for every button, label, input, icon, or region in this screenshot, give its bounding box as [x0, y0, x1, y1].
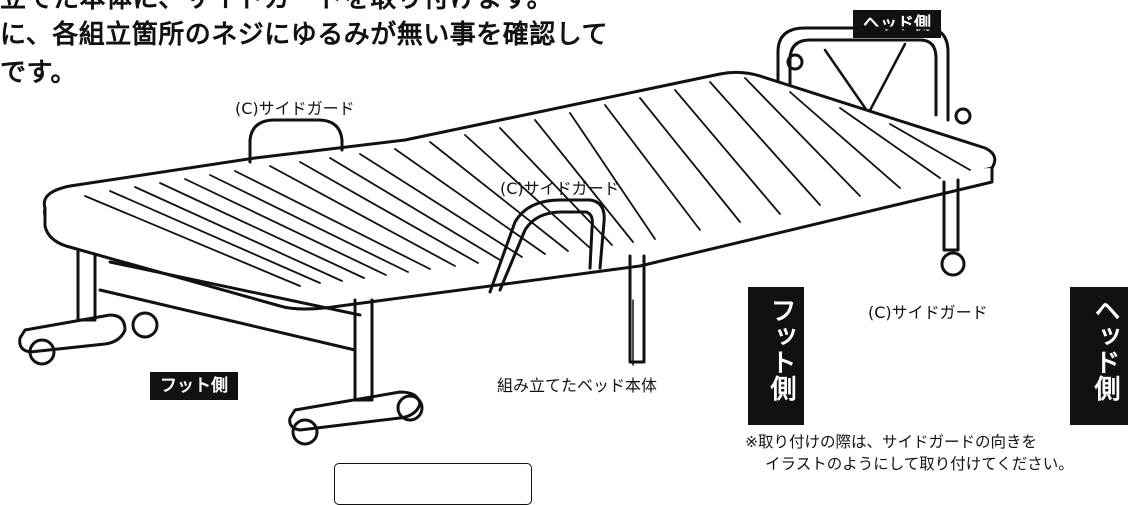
inset-head-side-label: ヘッド側: [1090, 297, 1120, 401]
instruction-heading-line-2: に、各組立箇所のネジにゆるみが無い事を確認して: [0, 20, 608, 50]
head-leg: [942, 178, 960, 252]
head-frame: [776, 26, 950, 152]
side-guard-front: [488, 198, 606, 294]
inset-foot-side-label: フット側: [766, 297, 796, 401]
foot-leg-left: [76, 248, 97, 322]
cross-bar: [98, 288, 357, 352]
instruction-heading-line-3: です。: [0, 58, 77, 88]
orientation-inset: フット側 ヘッド側 (C)サイドガード: [748, 287, 1128, 425]
side-guard-label-middle: (C)サイドガード: [500, 179, 620, 198]
side-guard-label-top: (C)サイドガード: [235, 99, 355, 118]
bed-body-label: 組み立てたベッド本体: [497, 376, 658, 395]
instruction-heading-line-1: 立てた本体に、サイドガードを取り付けます。: [0, 0, 553, 14]
side-guard-back: [248, 118, 344, 164]
foot-side-badge: フット側: [150, 372, 238, 400]
inset-drawing-area: [804, 287, 1070, 425]
folding-bed-illustration: [18, 26, 1070, 446]
head-caster-top-icon: [786, 53, 804, 71]
note-line-2: イラストのようにして取り付けてください。: [765, 455, 1074, 473]
inset-title: (C)サイドガード: [868, 303, 988, 322]
caster-right-icon: [291, 418, 319, 446]
note-line-1: ※取り付けの際は、サイドガードの向きを: [745, 433, 1037, 451]
caster-left-icon: [28, 338, 56, 366]
bottom-frame-box: [334, 463, 532, 505]
caster-head-icon: [940, 251, 966, 277]
middle-leg: [628, 254, 646, 364]
